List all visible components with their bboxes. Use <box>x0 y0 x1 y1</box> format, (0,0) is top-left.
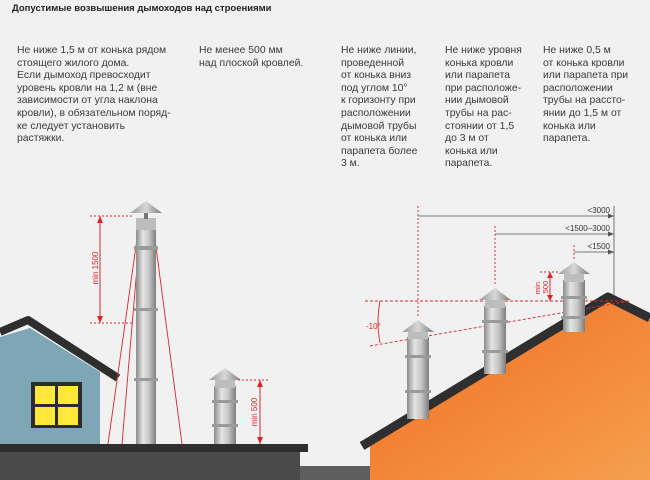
dim-min500-ridge: min 500 <box>533 271 558 301</box>
svg-text:<1500: <1500 <box>588 242 611 251</box>
flat-roof-chimney <box>209 368 241 444</box>
dim-min1500: min 1500 <box>90 215 134 324</box>
note-10-degree-line: Не ниже линии, проведенной от конька вни… <box>341 45 418 170</box>
flat-roof-building <box>0 444 308 480</box>
svg-text:<1500–3000: <1500–3000 <box>565 224 610 233</box>
neighbor-house <box>0 316 121 448</box>
tall-chimney <box>107 201 183 445</box>
note-guy-wires: Не ниже 1,5 м от конька рядом стоящего ж… <box>17 45 171 145</box>
note-flat-roof: Не менее 500 мм над плоской кровлей. <box>199 45 304 69</box>
diagram-title: Допустимые возвышения дымоходов над стро… <box>12 3 272 14</box>
svg-text:-10°: -10° <box>366 322 381 331</box>
svg-text:min 500: min 500 <box>250 397 259 426</box>
dim-distances: <3000 <1500–3000 <1500 <box>417 206 615 318</box>
svg-text:<3000: <3000 <box>588 206 611 215</box>
note-05m-above-ridge: Не ниже 0,5 м от конька кровли или парап… <box>543 45 629 145</box>
dim-min500: min 500 <box>238 379 268 444</box>
chimney-1500-3000 <box>479 288 511 374</box>
note-ridge-level: Не ниже уровня конька кровли или парапет… <box>445 45 522 170</box>
svg-text:min 1500: min 1500 <box>91 251 100 284</box>
pitched-roof-house <box>359 292 650 480</box>
chimney-under-1500 <box>558 262 590 332</box>
chimney-over-3000 <box>402 320 434 419</box>
svg-text:min 500: min 500 <box>533 280 550 294</box>
